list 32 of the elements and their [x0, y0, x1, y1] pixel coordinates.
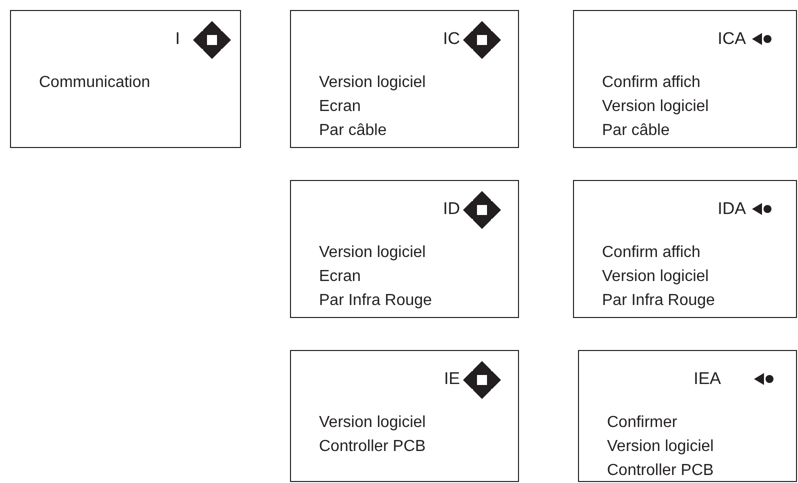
menu-item: Par câble [319, 121, 387, 141]
menu-code: IEA [694, 369, 721, 389]
menu-code: ID [443, 199, 460, 219]
menu-screen [290, 350, 519, 482]
menu-item: Par Infra Rouge [602, 291, 715, 311]
menu-screen [573, 180, 797, 318]
menu-item: Version logiciel [319, 73, 426, 93]
menu-screen [10, 10, 241, 148]
menu-code: IDA [718, 199, 746, 219]
menu-item: Par Infra Rouge [319, 291, 432, 311]
menu-screen [290, 180, 519, 318]
menu-item: Version logiciel [602, 267, 709, 287]
menu-item: Ecran [319, 97, 361, 117]
menu-code: ICA [718, 29, 746, 49]
menu-item: Version logiciel [319, 413, 426, 433]
menu-code: IC [443, 29, 460, 49]
menu-item: Par câble [602, 121, 670, 141]
menu-item: Version logiciel [602, 97, 709, 117]
menu-item: Communication [39, 73, 150, 93]
menu-item: Controller PCB [607, 461, 714, 481]
menu-screen [573, 10, 797, 148]
menu-item: Version logiciel [319, 243, 426, 263]
menu-item: Ecran [319, 267, 361, 287]
menu-screen [578, 350, 797, 482]
menu-code: I [175, 29, 180, 49]
menu-item: Version logiciel [607, 437, 714, 457]
menu-item: Confirm affich [602, 243, 700, 263]
menu-item: Confirmer [607, 413, 678, 433]
menu-item: Confirm affich [602, 73, 700, 93]
menu-screen [290, 10, 519, 148]
menu-item: Controller PCB [319, 437, 426, 457]
menu-code: IE [444, 369, 460, 389]
